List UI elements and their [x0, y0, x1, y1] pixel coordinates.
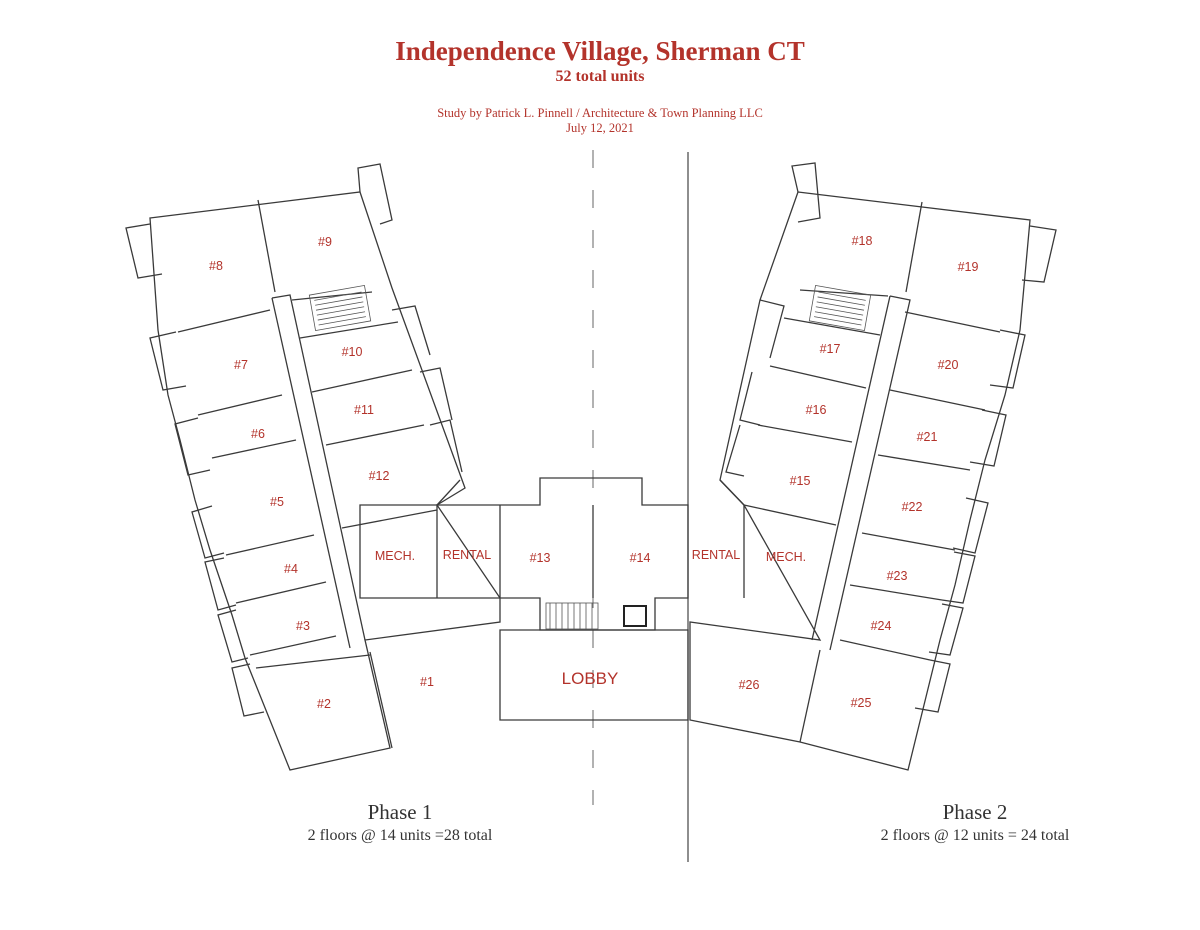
unit-label-18: #18: [852, 234, 873, 248]
room-label-rental-left: RENTAL: [443, 548, 491, 562]
phase-1-name: Phase 1: [367, 800, 433, 824]
unit-label-4: #4: [284, 562, 298, 576]
room-label-rental-right: RENTAL: [692, 548, 740, 562]
right-wing: [689, 162, 1057, 771]
unit-label-22: #22: [902, 500, 923, 514]
unit-label-8: #8: [209, 259, 223, 273]
unit-label-13: #13: [530, 551, 551, 565]
unit-label-26: #26: [739, 678, 760, 692]
unit-label-15: #15: [790, 474, 811, 488]
unit-label-12: #12: [369, 469, 390, 483]
room-label-lobby: LOBBY: [562, 669, 619, 688]
phase-2-caption: Phase 2 2 floors @ 12 units = 24 total: [840, 800, 1110, 845]
plan-title: Independence Village, Sherman CT: [395, 36, 805, 66]
plan-credit: Study by Patrick L. Pinnell / Architectu…: [437, 106, 763, 120]
unit-label-10: #10: [342, 345, 363, 359]
elevator: [623, 605, 647, 627]
unit-label-11: #11: [354, 403, 374, 417]
room-label-mech-right: MECH.: [766, 550, 806, 564]
phase-1-detail: 2 floors @ 14 units =28 total: [307, 827, 493, 844]
phase-2-name: Phase 2: [942, 800, 1008, 824]
unit-label-25: #25: [851, 696, 872, 710]
plan-subtitle: 52 total units: [555, 68, 645, 85]
unit-label-2: #2: [317, 697, 331, 711]
unit-label-16: #16: [806, 403, 827, 417]
unit-label-9: #9: [318, 235, 332, 249]
phase-2-detail: 2 floors @ 12 units = 24 total: [880, 827, 1070, 844]
unit-label-1: #1: [420, 675, 434, 689]
unit-label-6: #6: [251, 427, 265, 441]
unit-label-23: #23: [887, 569, 908, 583]
unit-label-17: #17: [820, 342, 841, 356]
unit-label-20: #20: [938, 358, 959, 372]
unit-label-7: #7: [234, 358, 248, 372]
plan-date: July 12, 2021: [566, 121, 634, 135]
unit-label-5: #5: [270, 495, 284, 509]
unit-label-14: #14: [630, 551, 651, 565]
phase-1-caption: Phase 1 2 floors @ 14 units =28 total: [270, 800, 530, 845]
unit-label-21: #21: [917, 430, 938, 444]
left-wing: [125, 163, 501, 771]
unit-label-24: #24: [871, 619, 892, 633]
room-label-mech-left: MECH.: [375, 549, 415, 563]
unit-label-19: #19: [958, 260, 979, 274]
unit-label-3: #3: [296, 619, 310, 633]
